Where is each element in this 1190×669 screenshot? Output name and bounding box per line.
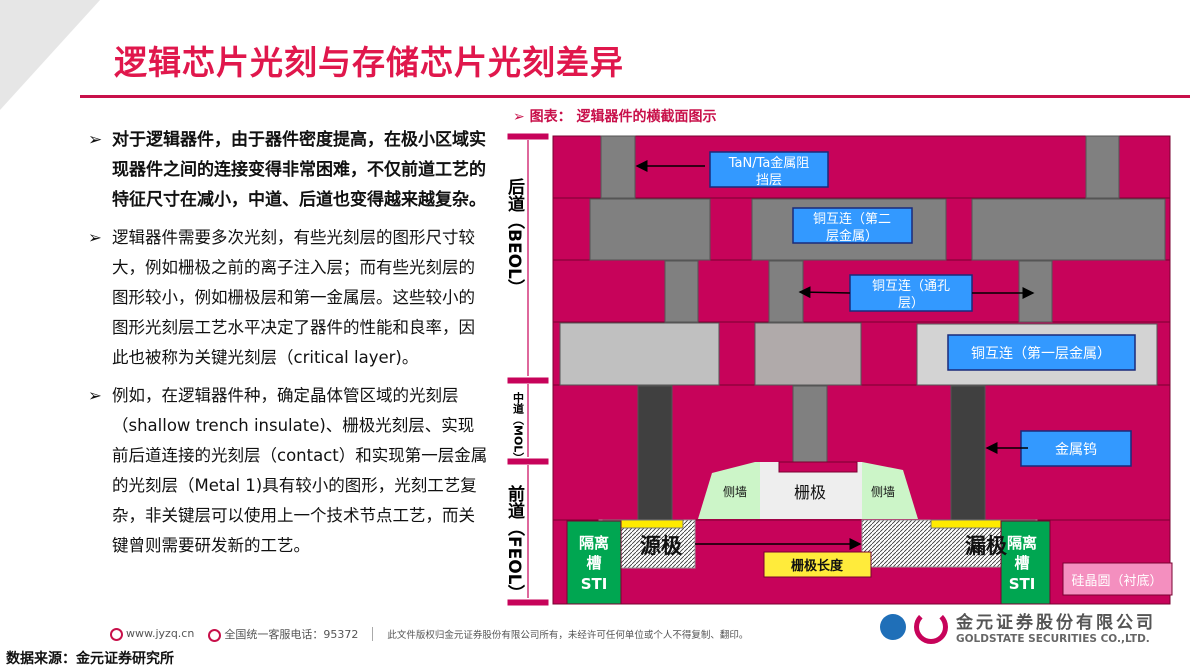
- footer: www.jyzq.cn 全国统一客服电话：95372 此文件版权归金元证券股份有…: [110, 626, 748, 642]
- bullet-item: ➢逻辑器件需要多次光刻，有些光刻层的图形尺寸较大，例如栅极之前的离子注入层；而有…: [88, 223, 488, 373]
- sti-label: 槽: [586, 554, 601, 572]
- barrier-label: 挡层: [756, 173, 782, 188]
- airport-group-logo-icon: [880, 613, 906, 640]
- via-label: 层）: [898, 296, 924, 311]
- sti-right: [1000, 520, 1051, 605]
- hotline: 全国统一客服电话：95372: [208, 626, 358, 642]
- figure-caption: ➢ 图表： 逻辑器件的横截面图示: [513, 109, 717, 125]
- sti-left: [566, 520, 622, 605]
- substrate-box: [1062, 562, 1173, 596]
- corner-decoration: [0, 0, 100, 110]
- title-divider: [80, 95, 1190, 98]
- via-label: 铜互连（通孔: [872, 278, 950, 294]
- logo-cn: 金元证券股份有限公司: [956, 613, 1156, 633]
- sti-label: 槽: [1014, 554, 1029, 572]
- sti-label: STI: [1009, 575, 1036, 593]
- m2-label: 铜互连（第二: [813, 211, 891, 227]
- spacer-left-label: 侧墙: [723, 485, 747, 499]
- arrow-bullet-icon: ➢: [88, 130, 103, 150]
- source-label: 源极: [640, 534, 683, 558]
- globe-icon: [110, 627, 123, 641]
- sti-label: 隔离: [1007, 534, 1037, 552]
- arrow-bullet-icon: ➢: [88, 228, 102, 247]
- divider: [372, 627, 374, 641]
- barrier-label: TaN/Ta金属阻: [728, 155, 810, 171]
- arrow-bullet-icon: ➢: [88, 386, 102, 405]
- feol-label: 前道（FEOL）: [504, 484, 525, 602]
- substrate-label: 硅晶圆（衬底）: [1071, 573, 1162, 589]
- logo-en: GOLDSTATE SECURITIES CO.,LTD.: [956, 633, 1150, 645]
- m2-label: 层金属）: [826, 228, 878, 244]
- page-title: 逻辑芯片光刻与存储芯片光刻差异: [114, 43, 624, 82]
- drain-label: 漏极: [965, 534, 1008, 558]
- beol-label: 后道（BEOL）: [504, 178, 525, 296]
- spacer-left: [698, 462, 760, 519]
- copyright: 此文件版权归金元证券股份有限公司所有，未经许可任何单位或个人不得复制、翻印。: [387, 630, 749, 641]
- bullet-item: ➢对于逻辑器件，由于器件密度提高，在极小区域实现器件之间的连接变得非常困难，不仅…: [88, 125, 488, 215]
- spacer-right: [862, 462, 918, 519]
- gate-length-box: [763, 551, 872, 578]
- gate-label: 栅极: [794, 483, 826, 502]
- website-link[interactable]: www.jyzq.cn: [110, 627, 194, 641]
- data-source: 数据来源：金元证券研究所: [6, 651, 174, 667]
- sti-label: 隔离: [579, 534, 609, 552]
- phone-icon: [208, 628, 222, 642]
- section-ruler: [507, 133, 549, 606]
- gate-length-label: 栅极长度: [791, 558, 844, 574]
- m1-label: 铜互连（第一层金属）: [971, 345, 1111, 362]
- tungsten-label: 金属钨: [1055, 442, 1097, 458]
- goldstate-logo-icon: [914, 609, 948, 644]
- bullet-list: ➢对于逻辑器件，由于器件密度提高，在极小区域实现器件之间的连接变得非常困难，不仅…: [88, 125, 488, 569]
- sti-label: STI: [581, 575, 608, 593]
- metal-lines: [559, 135, 1166, 521]
- spacer-right-label: 侧墙: [871, 485, 895, 499]
- mol-label: 中道（MOL）: [512, 391, 526, 464]
- bullet-item: ➢例如，在逻辑器件种，确定晶体管区域的光刻层（shallow trench in…: [88, 381, 488, 561]
